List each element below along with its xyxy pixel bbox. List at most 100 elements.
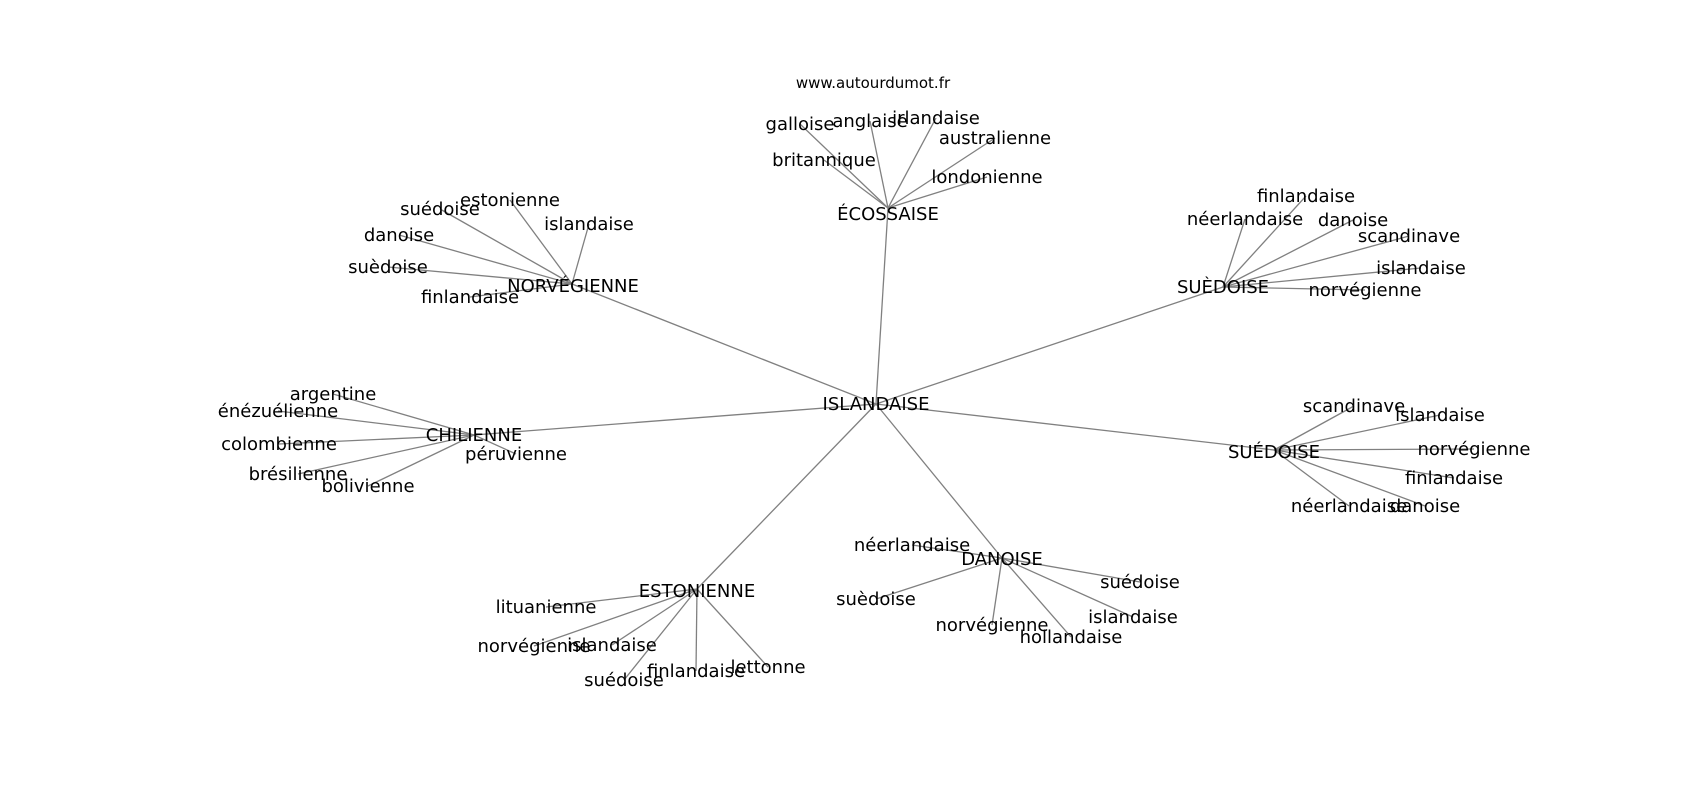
leaf-node-label: norvégienne (1418, 439, 1531, 460)
leaf-node-label: argentine (290, 384, 377, 405)
cluster-node-label: NORVÉGIENNE (507, 275, 639, 297)
center-edge (571, 283, 877, 405)
leaf-node-label: danoise (1390, 496, 1460, 517)
leaf-node-label: néerlandaise (1291, 496, 1407, 517)
leaf-node-label: islandaise (567, 635, 657, 656)
center-node-label: ISLANDAISE (823, 394, 930, 415)
leaf-node-label: lituanienne (496, 597, 597, 618)
cluster-node-label: ESTONIENNE (639, 581, 755, 602)
leaf-edge (533, 588, 698, 647)
leaf-edge (1273, 449, 1350, 507)
cluster-node-label: ÉCOSSAISE (837, 203, 939, 225)
leaf-node-label: colombienne (221, 434, 337, 455)
leaf-node-label: finlandaise (1257, 186, 1355, 207)
leaf-node-label: norvégienne (936, 615, 1049, 636)
leaf-node-label: estonienne (460, 190, 560, 211)
center-edge (875, 207, 889, 405)
leaf-edge (1222, 218, 1246, 288)
leaf-node-label: énézuélienne (218, 401, 338, 422)
leaf-node-label: norvégienne (1309, 280, 1422, 301)
leaf-node-label: islandaise (1395, 405, 1485, 426)
leaf-edge (1273, 449, 1455, 479)
leaf-edge (1273, 448, 1475, 451)
leaf-node-label: islandaise (544, 214, 634, 235)
leaf-node-label: bolivienne (321, 476, 414, 497)
leaf-node-label: irlandaise (892, 108, 980, 129)
leaf-node-label: néerlandaise (1187, 209, 1303, 230)
leaf-node-label: anglaise (832, 111, 907, 132)
leaf-node-label: islandaise (1376, 258, 1466, 279)
source-watermark: www.autourdumot.fr (796, 74, 951, 92)
leaf-node-label: suédoise (400, 199, 480, 220)
cluster-node-label: CHILIENNE (426, 425, 522, 446)
leaf-node-label: scandinave (1303, 396, 1405, 417)
leaf-edge (439, 208, 573, 285)
center-edge (875, 286, 1224, 405)
leaf-node-label: péruvienne (465, 444, 567, 465)
leaf-edge (696, 588, 769, 668)
leaf-edge (545, 588, 698, 608)
leaf-edge (611, 588, 698, 646)
leaf-edge (387, 266, 573, 285)
leaf-edge (869, 120, 889, 209)
leaf-node-label: britannique (772, 150, 876, 171)
cluster-node-label: DANOISE (961, 549, 1043, 570)
leaf-edge (623, 588, 698, 681)
leaf-node-label: islandaise (1088, 607, 1178, 628)
leaf-edge (509, 199, 573, 285)
leaf-edge (1273, 405, 1355, 451)
center-edge (473, 403, 877, 436)
leaf-edge (367, 434, 475, 487)
leaf-node-label: finlandaise (647, 661, 745, 682)
center-edge (696, 403, 877, 590)
leaf-edge (1001, 557, 1134, 618)
center-edge (875, 403, 1275, 451)
leaf-edge (398, 234, 573, 285)
leaf-node-label: australienne (939, 128, 1051, 149)
leaf-edge (1222, 267, 1422, 288)
leaf-edge (278, 434, 475, 445)
leaf-edge (1222, 195, 1307, 288)
leaf-node-label: finlandaise (1405, 468, 1503, 489)
cluster-node-label: SUÈDOISE (1177, 276, 1269, 298)
center-edge (875, 403, 1003, 559)
graph-labels: www.autourdumot.fr ISLANDAISE ÉCOSSAISE g… (218, 74, 1531, 691)
leaf-edge (823, 159, 889, 209)
leaf-node-label: lettonne (730, 657, 805, 678)
leaf-edge (571, 223, 590, 285)
leaf-edge (469, 283, 573, 298)
leaf-edge (887, 176, 988, 209)
cluster-node-label: SUÉDOISE (1228, 441, 1320, 463)
leaf-node-label: danoise (1318, 210, 1388, 231)
leaf-edge (473, 434, 517, 455)
leaf-edge (1001, 557, 1072, 638)
leaf-edge (799, 123, 889, 209)
leaf-edge (1273, 449, 1426, 507)
leaf-node-label: suèdoise (836, 589, 916, 610)
leaf-edge (991, 557, 1003, 626)
leaf-edge (887, 137, 996, 209)
leaf-edge (297, 434, 475, 475)
graph-edges (277, 117, 1475, 681)
leaf-node-label: brésilienne (249, 464, 348, 485)
leaf-node-label: norvégienne (478, 636, 591, 657)
leaf-node-label: finlandaise (421, 287, 519, 308)
leaf-edge (695, 588, 698, 672)
leaf-node-label: galloise (766, 114, 835, 135)
leaf-edge (1001, 557, 1141, 583)
leaf-edge (332, 393, 475, 436)
leaf-node-label: hollandaise (1020, 627, 1123, 648)
leaf-node-label: suédoise (1100, 572, 1180, 593)
leaf-edge (887, 117, 937, 209)
leaf-node-label: suédoise (584, 670, 664, 691)
leaf-edge (875, 557, 1003, 600)
leaf-edge (1222, 286, 1366, 291)
leaf-node-label: suèdoise (348, 257, 428, 278)
leaf-node-label: scandinave (1358, 226, 1460, 247)
leaf-edge (1222, 235, 1410, 288)
leaf-edge (1273, 414, 1441, 451)
leaf-edge (911, 544, 1003, 559)
leaf-node-label: danoise (364, 225, 434, 246)
leaf-edge (1222, 219, 1354, 288)
